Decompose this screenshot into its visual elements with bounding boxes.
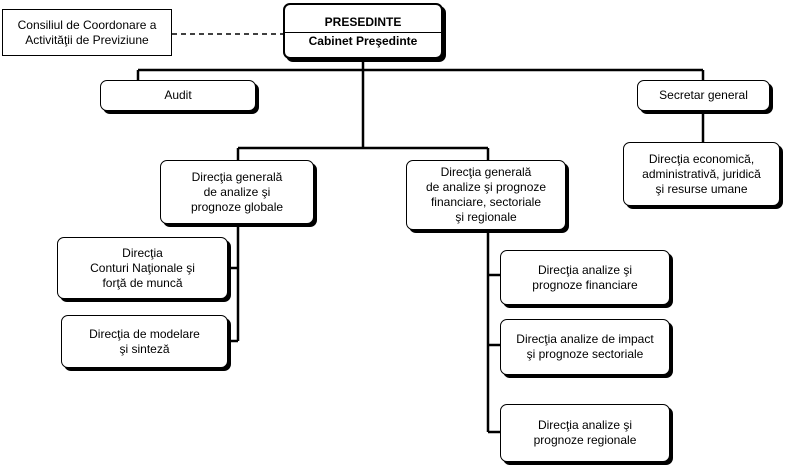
president-box: PRESEDINTE Cabinet Preşedinte <box>283 3 443 59</box>
modeling-directorate-label: Direcţia de modelare şi sinteză <box>89 326 200 356</box>
national-accounts-directorate-box: Direcţia Conturi Naţionale şi forţă de m… <box>57 237 228 299</box>
modeling-directorate-box: Direcţia de modelare şi sinteză <box>61 315 228 368</box>
financial-forecast-general-directorate-label: Direcţia generală de analize şi prognoze… <box>425 165 547 224</box>
economic-directorate-box: Direcţia economică, administrativă, juri… <box>623 142 780 206</box>
financial-forecast-general-directorate-box: Direcţia generală de analize şi prognoze… <box>406 160 566 230</box>
regional-forecast-directorate-box: Direcţia analize şi prognoze regionale <box>500 404 670 462</box>
impact-analysis-directorate-box: Direcţia analize de impact şi prognoze s… <box>500 319 670 375</box>
global-forecast-general-directorate-box: Direcţia generală de analize şi prognoze… <box>160 160 314 224</box>
regional-forecast-directorate-label: Direcţia analize şi prognoze regionale <box>533 418 637 447</box>
audit-box: Audit <box>100 80 256 111</box>
secretary-general-label: Secretar general <box>659 88 748 102</box>
audit-label: Audit <box>164 88 192 102</box>
financial-forecast-directorate-box: Direcţia analize şi prognoze financiare <box>500 250 670 305</box>
financial-forecast-directorate-label: Direcţia analize şi prognoze financiare <box>532 262 638 292</box>
president-cabinet-label: Cabinet Preşedinte <box>285 32 441 57</box>
impact-analysis-directorate-label: Direcţia analize de impact şi prognoze s… <box>516 332 654 361</box>
economic-directorate-label: Direcţia economică, administrativă, juri… <box>642 151 761 196</box>
secretary-general-box: Secretar general <box>637 80 770 111</box>
council-box: Consiliul de Coordonare a Activităţii de… <box>2 9 172 56</box>
council-label: Consiliul de Coordonare a Activităţii de… <box>17 17 157 47</box>
global-forecast-general-directorate-label: Direcţia generală de analize şi prognoze… <box>190 169 284 214</box>
president-title: PRESEDINTE <box>324 15 402 29</box>
national-accounts-directorate-label: Direcţia Conturi Naţionale şi forţă de m… <box>90 245 195 290</box>
